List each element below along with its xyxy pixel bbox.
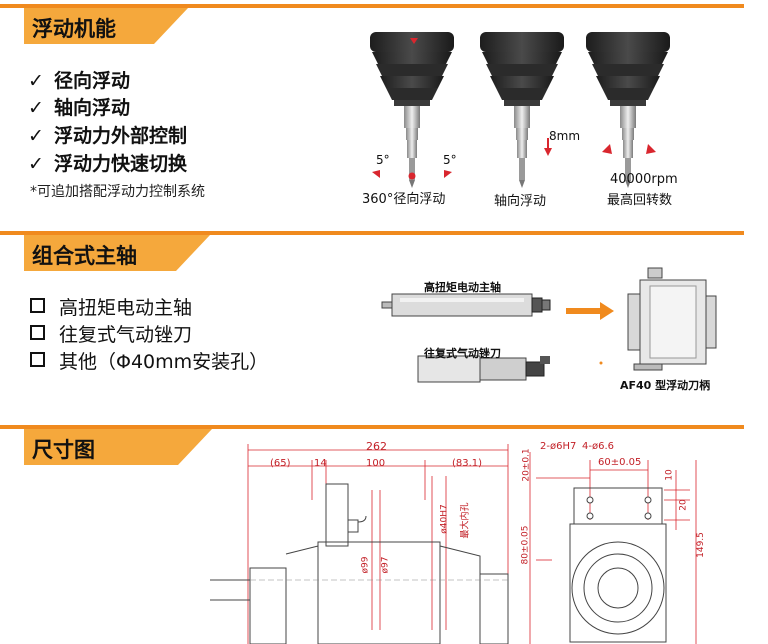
dim-h4: 80±0.05 bbox=[520, 525, 531, 565]
dim-bore: ø40H7 bbox=[439, 504, 450, 534]
dim-overall: 262 bbox=[366, 440, 387, 453]
floating-holder-illustrations bbox=[370, 32, 670, 188]
option-item: 高扭矩电动主轴 bbox=[30, 293, 192, 320]
caption-speed-label: 最高回转数 bbox=[607, 193, 673, 208]
feature-item: ✓轴向浮动 bbox=[28, 97, 131, 119]
section-title: 浮动机能 bbox=[32, 17, 116, 41]
axial-travel-label: 8mm bbox=[549, 129, 581, 143]
arrow-right-icon bbox=[566, 302, 614, 320]
feature-item: ✓浮动力快速切换 bbox=[28, 153, 188, 175]
option-item: 往复式气动锉刀 bbox=[30, 320, 192, 347]
dim-h5: 149.5 bbox=[695, 532, 706, 558]
caption-speed-value: 40000rpm bbox=[610, 172, 678, 187]
dim-holes2: 4-ø6.6 bbox=[582, 441, 614, 452]
dim-seg4: (83.1) bbox=[452, 458, 483, 469]
dim-seg1: (65) bbox=[270, 458, 291, 469]
dim-seg2: 14 bbox=[314, 458, 327, 469]
check-icon: ✓ bbox=[28, 125, 44, 147]
caption-radial: 360°径向浮动 bbox=[362, 192, 446, 207]
check-icon: ✓ bbox=[28, 153, 44, 175]
holder-speed bbox=[586, 32, 670, 188]
option-item: 其他（Φ40mm安装孔） bbox=[30, 347, 268, 374]
check-icon: ✓ bbox=[28, 97, 44, 119]
dim-d2: ø97 bbox=[380, 556, 391, 574]
electric-spindle-image bbox=[381, 293, 551, 317]
section-title: 尺寸图 bbox=[32, 438, 95, 462]
feature-item: ✓浮动力外部控制 bbox=[28, 125, 188, 147]
label-spindle: 高扭矩电动主轴 bbox=[424, 281, 501, 294]
combo-illustration bbox=[381, 267, 717, 383]
check-icon: ✓ bbox=[28, 70, 44, 92]
section-band-top bbox=[0, 4, 744, 8]
holder-radial bbox=[370, 32, 454, 188]
dim-d1: ø99 bbox=[360, 556, 371, 574]
angle-right-label: 5° bbox=[443, 153, 457, 167]
dim-h2: 10 bbox=[664, 469, 675, 481]
dim-pitch: 60±0.05 bbox=[598, 457, 642, 468]
section-band-dims bbox=[0, 425, 744, 429]
floating-holder-side-image bbox=[627, 267, 717, 371]
label-air-file: 往复式气动锉刀 bbox=[424, 347, 501, 360]
section-band-combo bbox=[0, 231, 744, 235]
caption-axial: 轴向浮动 bbox=[494, 194, 547, 209]
dimension-drawing bbox=[210, 444, 697, 644]
dim-h1: 20±0.1 bbox=[521, 448, 532, 482]
square-bullet-icon bbox=[30, 352, 45, 367]
air-file-image bbox=[417, 355, 550, 383]
holder-axial bbox=[480, 32, 564, 188]
dim-holes1: 2-ø6H7 bbox=[540, 441, 577, 452]
label-holder: AF40 型浮动刀柄 bbox=[620, 379, 711, 392]
feature-item: ✓径向浮动 bbox=[28, 70, 131, 92]
dim-seg3: 100 bbox=[366, 458, 386, 469]
square-bullet-icon bbox=[30, 298, 45, 313]
dim-h3: 20 bbox=[678, 499, 689, 511]
dim-bore-note: 最大内孔 bbox=[460, 502, 471, 539]
section-title: 组合式主轴 bbox=[32, 244, 137, 268]
square-bullet-icon bbox=[30, 325, 45, 340]
angle-left-label: 5° bbox=[376, 153, 390, 167]
feature-note: *可追加搭配浮动力控制系统 bbox=[30, 184, 205, 200]
